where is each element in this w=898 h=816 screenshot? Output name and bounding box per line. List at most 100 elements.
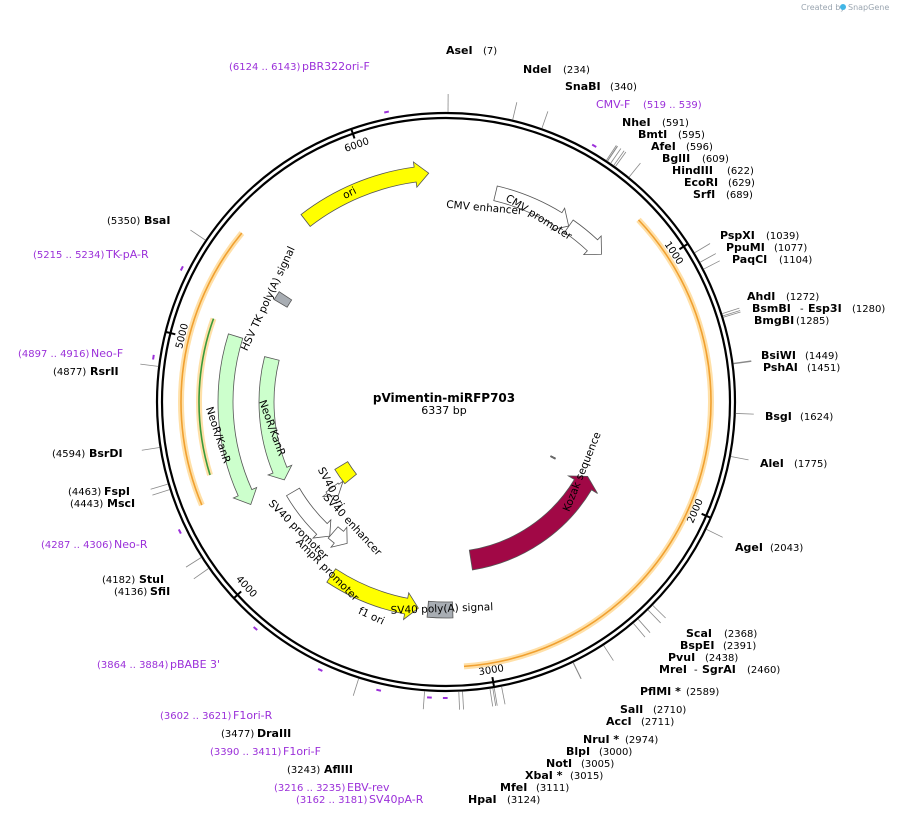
primer-mark <box>591 143 597 148</box>
tick-label-6000: 6000 <box>343 136 371 155</box>
feature-sv40-promoter[interactable] <box>285 487 332 539</box>
cut-line <box>628 162 641 178</box>
cut-line <box>722 307 740 315</box>
cut-line <box>422 691 425 710</box>
cut-line <box>150 483 168 490</box>
enzyme-label-bmti[interactable]: BmtI(595) <box>638 128 705 141</box>
primer-label-cmv-f[interactable]: CMV-F(519 .. 539) <box>596 98 702 111</box>
feature-neor-kanr-inner[interactable] <box>258 356 293 481</box>
feature-hsv-tk-poly-a-signal[interactable] <box>273 291 293 308</box>
cut-line <box>694 243 711 254</box>
feature-f1-ori[interactable] <box>326 568 419 621</box>
enzyme-label-sali[interactable]: SalI(2710) <box>620 703 686 716</box>
feature-ampr-promoter[interactable] <box>327 526 348 548</box>
primer-label-ebv-rev[interactable]: (3216 .. 3235)EBV-rev <box>274 781 390 794</box>
primer-label-f1ori-r[interactable]: (3602 .. 3621)F1ori-R <box>160 709 273 722</box>
enzyme-label-pvui[interactable]: PvuI(2438) <box>668 651 738 664</box>
enzyme-label-bspei[interactable]: BspEI(2391) <box>680 639 756 652</box>
feature-sv40-enhancer[interactable] <box>321 479 344 498</box>
enzyme-label-fspi[interactable]: (4463)FspI <box>68 485 130 498</box>
enzyme-label-pshai[interactable]: PshAI(1451) <box>763 361 840 374</box>
enzyme-label-ecori[interactable]: EcoRI(629) <box>684 176 755 189</box>
enzyme-label-sfii[interactable]: (4136)SfiI <box>114 585 170 598</box>
primer-label-neo-f[interactable]: (4897 .. 4916)Neo-F <box>18 347 123 360</box>
plasmid-name: pVimentin-miRFP703 <box>373 391 515 405</box>
feature-sv40-ori[interactable] <box>334 461 358 485</box>
enzyme-label-nrui[interactable]: NruI *(2974) <box>583 733 658 746</box>
enzyme-label-mfei[interactable]: MfeI(3111) <box>500 781 569 794</box>
feature-sv40-poly-a-signal[interactable] <box>426 600 454 619</box>
enzyme-label-bsgi[interactable]: BsgI(1624) <box>765 410 833 423</box>
enzyme-label-ahdi[interactable]: AhdI(1272) <box>747 290 819 303</box>
cut-line <box>190 229 206 241</box>
primer-mark <box>317 668 323 672</box>
cut-line <box>730 456 749 461</box>
enzyme-label-ppumi[interactable]: PpuMI(1077) <box>726 241 807 254</box>
enzyme-label-afei[interactable]: AfeI(596) <box>651 140 713 153</box>
enzyme-label-bmgbi[interactable]: BmgBI(1285) <box>754 314 829 327</box>
enzyme-label-noti[interactable]: NotI(3005) <box>546 757 614 770</box>
enzyme-label-bsai[interactable]: (5350)BsaI <box>107 214 170 227</box>
primer-label-sv40pa-r[interactable]: (3162 .. 3181)SV40pA-R <box>296 793 424 806</box>
enzyme-label-bsrdi[interactable]: (4594)BsrDI <box>52 447 123 460</box>
cut-line <box>652 605 666 619</box>
enzyme-label-acci[interactable]: AccI(2711) <box>606 715 674 728</box>
enzyme-label-srfi[interactable]: SrfI(689) <box>693 188 753 201</box>
orf-mirfp703[interactable] <box>463 219 712 668</box>
enzyme-label-asei[interactable]: AseI(7) <box>446 44 497 57</box>
backbone-inner-strand <box>160 116 732 688</box>
cut-line <box>140 363 159 367</box>
enzyme-label-hindiii[interactable]: HindIII(622) <box>672 164 754 177</box>
cut-line <box>492 688 497 707</box>
primer-label-neo-r[interactable]: (4287 .. 4306)Neo-R <box>41 538 148 551</box>
enzyme-label-bsmbi-esp3i[interactable]: BsmBI-Esp3I(1280) <box>752 302 885 315</box>
enzyme-label-srei-sgrai[interactable]: MreI-SgrAI(2460) <box>659 663 780 676</box>
orf-neor-green[interactable] <box>198 318 215 476</box>
enzyme-label-rsrii[interactable]: (4877)RsrII <box>53 365 119 378</box>
enzyme-label-stui[interactable]: (4182)StuI <box>102 573 164 586</box>
cut-line <box>141 447 160 451</box>
enzyme-label-afliii[interactable]: (3243)AflIII <box>287 763 353 776</box>
cut-line <box>699 253 717 263</box>
enzyme-label-nhei[interactable]: NheI(591) <box>622 116 689 129</box>
primer-label-tk-pa-r[interactable]: (5215 .. 5234)TK-pA-R <box>33 248 149 261</box>
enzyme-label-paqci[interactable]: PaqCI(1104) <box>732 253 812 266</box>
cut-line <box>493 687 498 706</box>
enzyme-label-pspxi[interactable]: PspXI(1039) <box>720 229 799 242</box>
primer-mark <box>152 354 155 360</box>
feature-mirfp703[interactable] <box>468 475 598 571</box>
feature-ori[interactable] <box>300 161 430 227</box>
enzyme-label-ndei[interactable]: NdeI(234) <box>523 63 590 76</box>
feature-labels: CMV enhancer CMV promoter Kozak sequence… <box>203 185 604 628</box>
enzyme-label-alei[interactable]: AleI(1775) <box>760 457 827 470</box>
feature-label-ori: ori <box>341 185 359 202</box>
primer-label-pbabe-3[interactable]: (3864 .. 3884)pBABE 3' <box>97 658 220 671</box>
enzyme-label-agei[interactable]: AgeI(2043) <box>735 541 803 554</box>
feature-cmv-enhancer[interactable] <box>493 185 570 231</box>
enzyme-label-hpai[interactable]: HpaI(3124) <box>468 793 540 806</box>
enzyme-label-bglii[interactable]: BglII(609) <box>662 152 729 165</box>
primer-label-f1ori-f[interactable]: (3390 .. 3411)F1ori-F <box>210 745 321 758</box>
enzyme-label-bsiwi[interactable]: BsiWI(1449) <box>761 349 838 362</box>
primer-label-pbr322ori-f[interactable]: (6124 .. 6143)pBR322ori-F <box>229 60 370 73</box>
primer-mark <box>177 528 182 535</box>
cut-line <box>607 146 618 162</box>
tick-mark-3000 <box>491 676 496 688</box>
feature-neor-kanr[interactable] <box>217 333 258 506</box>
enzyme-label-msci[interactable]: (4443)MscI <box>70 497 135 510</box>
enzyme-label-xbai[interactable]: XbaI *(3015) <box>525 769 603 782</box>
cut-line <box>352 678 360 696</box>
enzyme-label-draiii[interactable]: (3477)DraIII <box>221 727 291 740</box>
orf-neor[interactable] <box>180 232 243 506</box>
cut-line <box>733 360 752 364</box>
cut-line <box>603 645 614 661</box>
enzyme-label-snabi[interactable]: SnaBI(340) <box>565 80 637 93</box>
feature-kozak-sequence[interactable] <box>549 455 556 460</box>
primer-mark <box>376 688 382 692</box>
enzyme-label-scai[interactable]: ScaI(2368) <box>686 627 757 640</box>
enzyme-label-blpi[interactable]: BlpI(3000) <box>566 745 632 758</box>
enzyme-label-pflmi[interactable]: PflMI *(2589) <box>640 685 719 698</box>
tick-mark-6000 <box>350 128 356 139</box>
feature-cmv-promoter[interactable] <box>563 219 602 256</box>
